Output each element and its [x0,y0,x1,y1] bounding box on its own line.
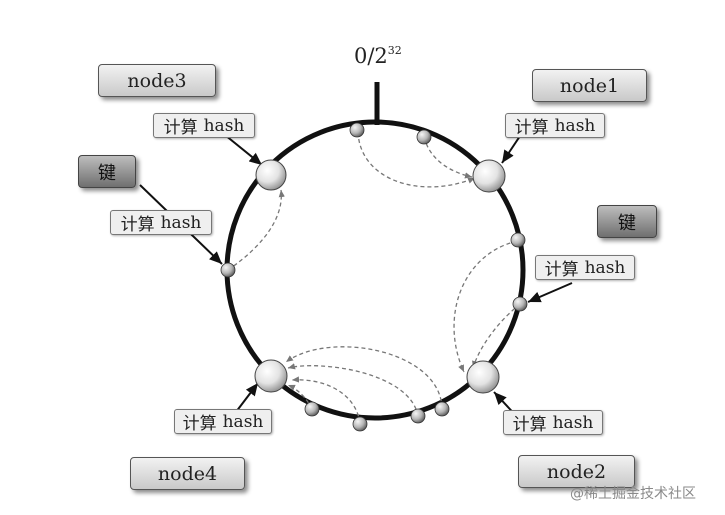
leader-node3 [224,134,263,166]
server-node-4 [254,359,288,393]
ring-origin-exponent: 32 [387,44,402,57]
hash-word: hash [222,411,264,432]
arrow-key-to-node1-b [423,136,473,179]
hash-prefix: 计算 [514,118,549,138]
arrow-key-to-node2-a [453,240,518,373]
leader-key2 [527,282,573,303]
node3-label: node3 [98,64,216,97]
server-node-2 [466,360,500,394]
mapping-arrows [227,131,521,424]
key-point [410,408,426,424]
server-node-3 [255,159,287,191]
hash-word: hash [554,115,596,136]
key2-text: 键 [618,212,636,234]
watermark: @稀土掘金技术社区 [570,486,696,502]
node4-label: node4 [130,457,245,490]
key-point [510,232,526,248]
ring-origin-base: 0/2 [354,44,388,68]
node1-text: node1 [559,74,620,97]
node2-label: node2 [518,455,635,488]
arrow-key-to-node4-b [287,363,419,417]
key-point [512,296,528,312]
hash-word: hash [552,412,594,433]
arrow-key-to-node4-a [285,346,443,409]
arrow-key-to-node2-b [472,303,521,369]
arrow-key-to-node4-c [291,376,361,424]
hash-word: hash [160,212,202,233]
node2-text: node2 [546,460,607,483]
hash-prefix: 计算 [512,415,547,435]
arrow-key-to-node3 [227,189,285,271]
key-point [352,416,368,432]
server-node-1 [472,159,506,193]
key-points [220,122,528,432]
key-point [304,401,320,417]
hash-word: hash [584,257,626,278]
node1-label: node1 [532,69,647,102]
key-point [220,262,236,278]
key1-text: 键 [98,162,116,184]
key1-label: 键 [78,155,136,188]
hash-word: hash [203,115,245,136]
hash-prefix: 计算 [163,118,198,138]
hash-prefix: 计算 [182,414,217,434]
key-point [416,129,432,145]
arrow-key-to-node1 [357,131,476,188]
hash-prefix: 计算 [544,260,579,280]
key2-label: 键 [597,205,657,238]
ring-origin-label: 0/232 [354,44,402,68]
leader-lines [139,114,573,434]
node3-text: node3 [127,69,187,92]
key-point [349,122,365,138]
node4-text: node4 [157,462,218,485]
hash-prefix: 计算 [120,215,155,235]
key-point [434,401,450,417]
